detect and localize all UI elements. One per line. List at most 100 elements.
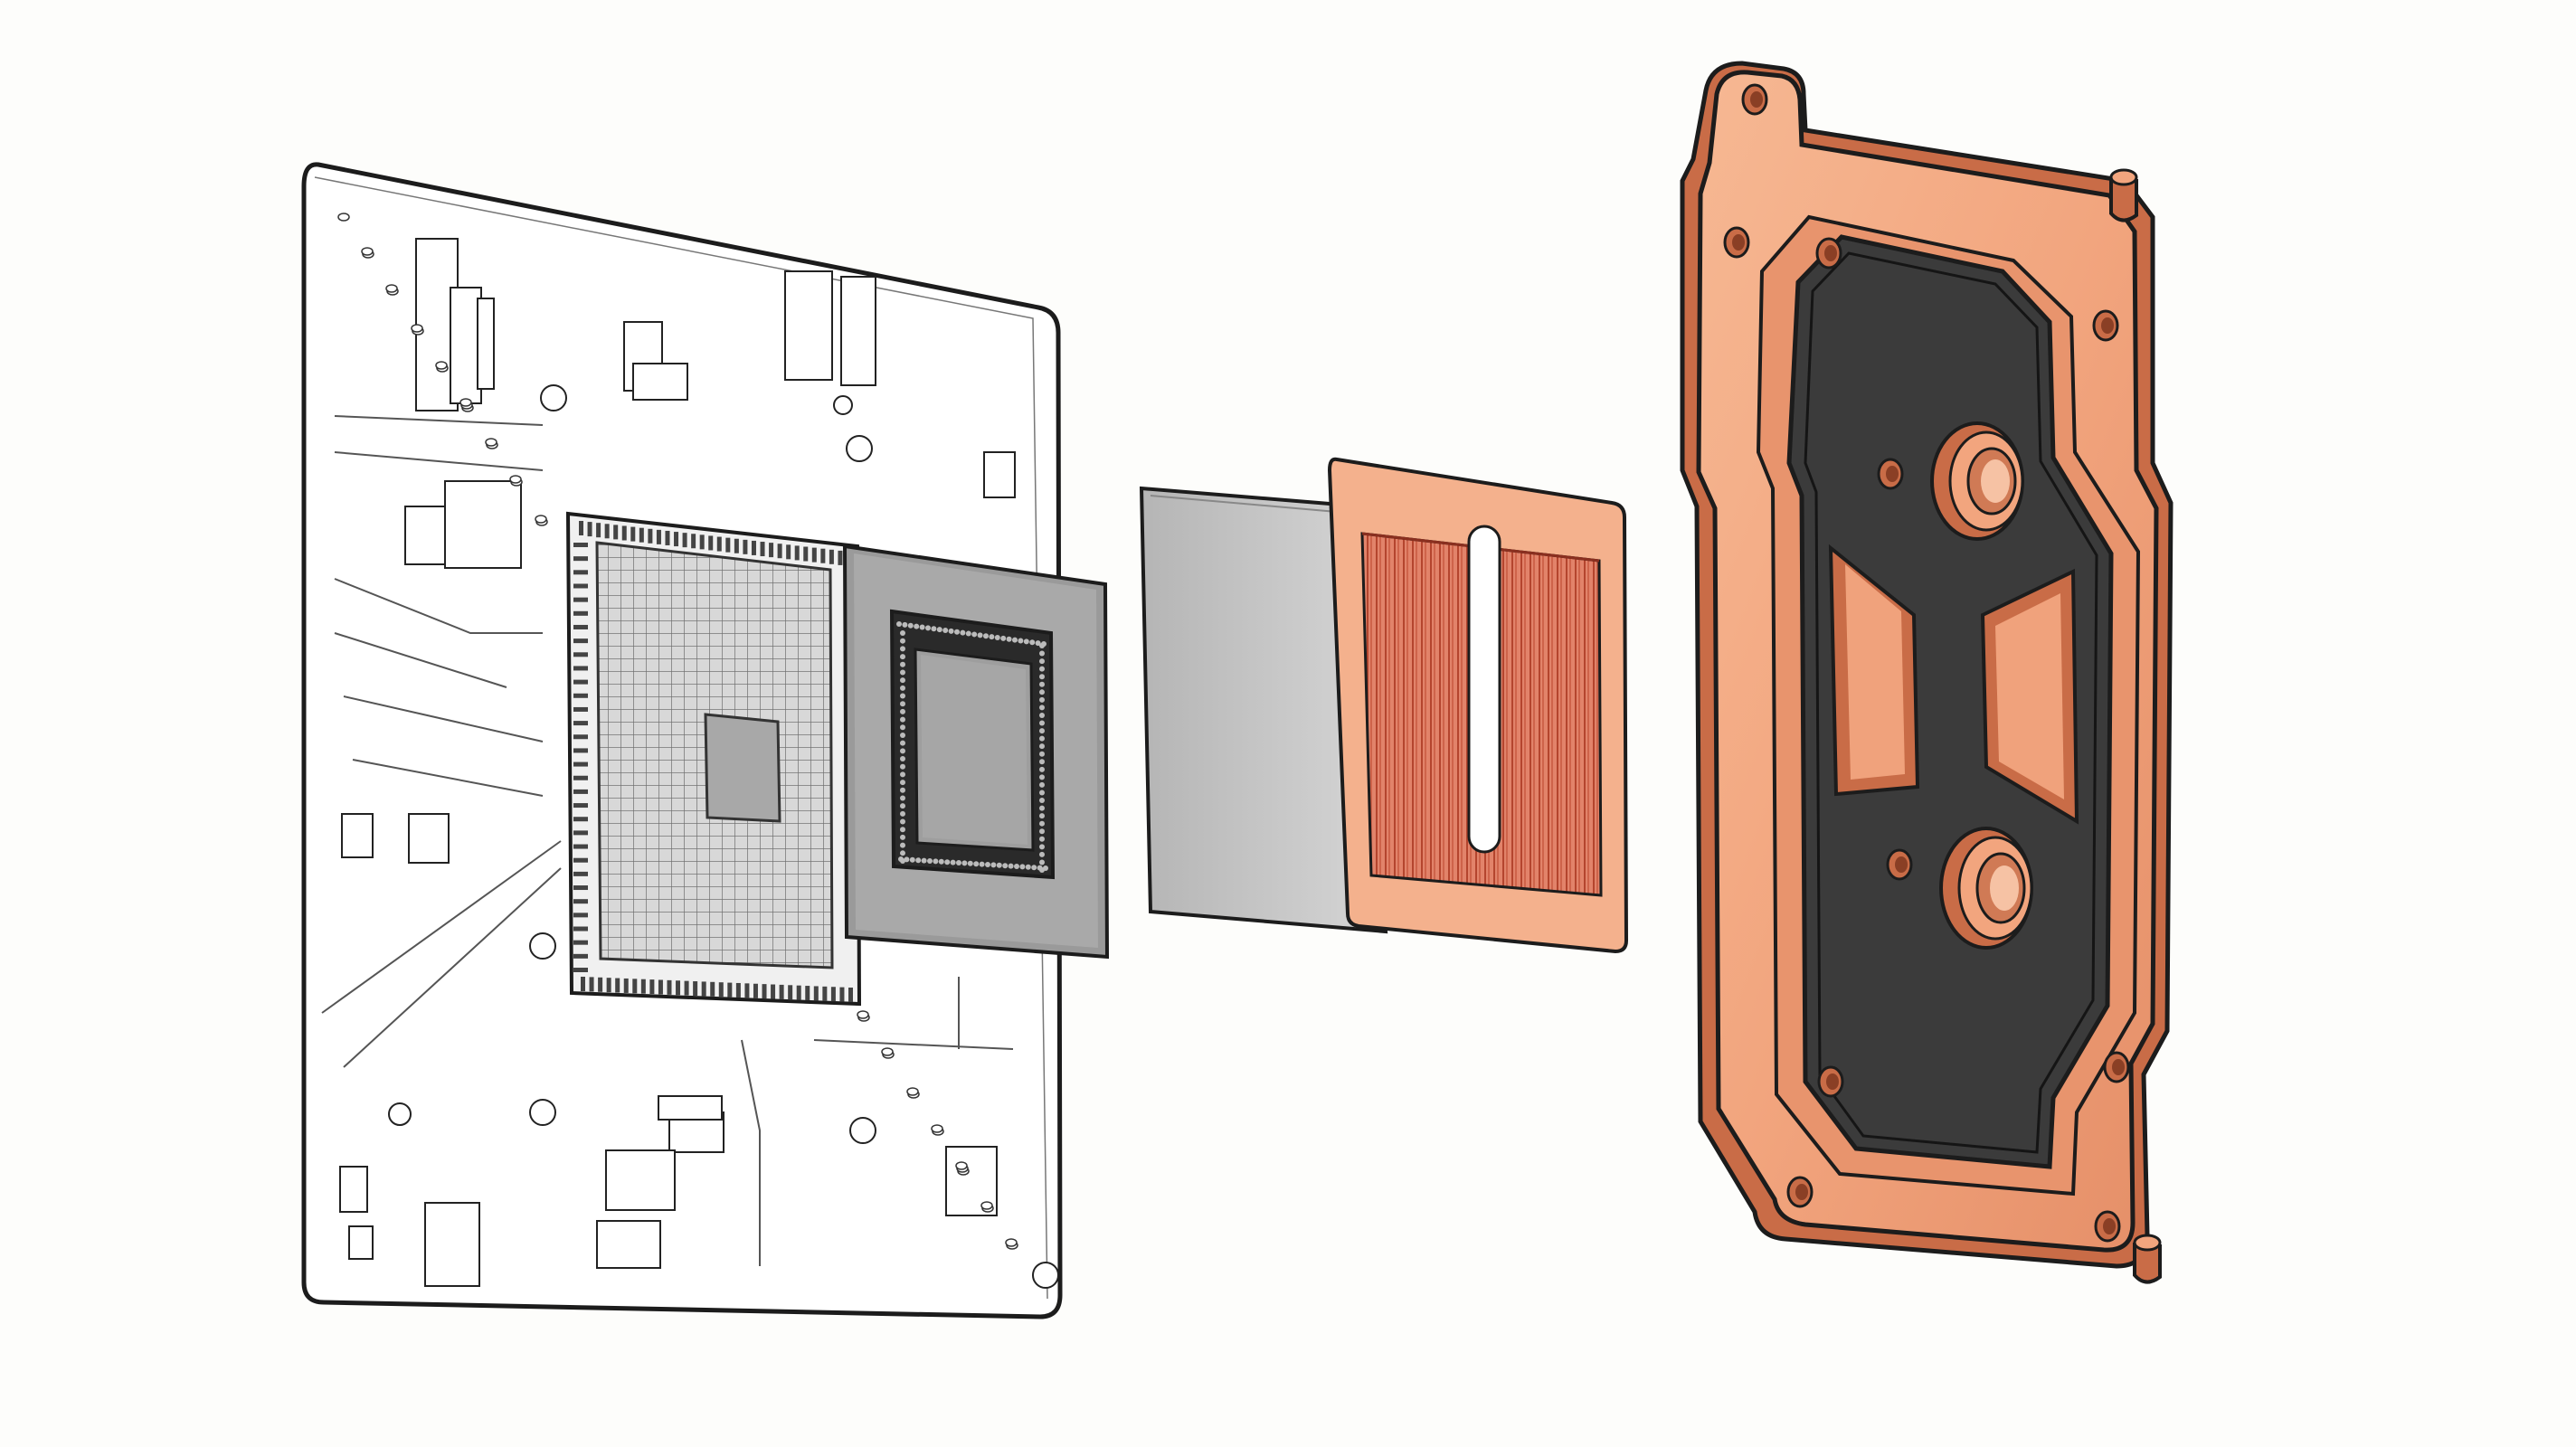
screw-hole-inner xyxy=(1750,91,1763,108)
socket-pin xyxy=(769,543,774,558)
chip-contact xyxy=(900,858,905,864)
socket-pin xyxy=(710,981,715,997)
chip-contact xyxy=(1002,863,1009,869)
socket-pin xyxy=(630,526,636,542)
chip-contact xyxy=(1008,863,1014,869)
copper-block-cover xyxy=(1680,61,2174,1284)
chip-contact xyxy=(900,677,905,684)
chip-contact xyxy=(1012,637,1018,643)
chip-contact xyxy=(996,862,1002,868)
chip-contact xyxy=(1039,674,1045,680)
socket-pin xyxy=(573,817,588,822)
chip-contact xyxy=(1039,844,1045,850)
chip-contact xyxy=(1039,828,1045,835)
socket-pin xyxy=(725,537,731,553)
chip-contact xyxy=(1039,643,1045,648)
gasket xyxy=(1786,234,2114,1169)
socket-pin xyxy=(589,977,594,992)
socket-pin xyxy=(838,550,843,565)
chip-contacts xyxy=(896,621,1048,873)
socket-pin xyxy=(667,979,672,995)
socket-pin xyxy=(573,926,588,932)
socket-pin xyxy=(727,982,733,998)
chip-contact xyxy=(1039,805,1045,811)
pcb-trace xyxy=(343,867,562,1068)
socket-pin xyxy=(573,775,588,780)
chip-contact xyxy=(1039,720,1045,726)
screw-hole-inner xyxy=(2103,1218,2116,1234)
socket-pin xyxy=(762,984,767,999)
pcb-dot xyxy=(955,1161,968,1170)
chip-contact xyxy=(1039,681,1045,687)
socket-pin xyxy=(632,979,638,994)
screw-hole-inner xyxy=(1824,245,1837,261)
socket-pin xyxy=(682,533,687,548)
chip-contact xyxy=(900,661,905,667)
chip-contact xyxy=(1039,650,1045,657)
smd-component xyxy=(983,451,1016,498)
chip-contact xyxy=(1039,766,1045,772)
chip-contact xyxy=(921,857,927,864)
chip-contact xyxy=(1006,636,1012,642)
chip-contact xyxy=(1039,712,1045,718)
chip-contact xyxy=(900,748,905,754)
chip-contact xyxy=(1025,864,1031,870)
chip-contact xyxy=(1019,864,1026,870)
chip-contact xyxy=(914,623,920,629)
chip-contact xyxy=(900,842,905,848)
chip-contact xyxy=(1039,836,1045,842)
pcb-dot xyxy=(535,515,547,524)
pcb-dot xyxy=(459,398,472,407)
chip-contact xyxy=(994,634,1000,640)
socket-pin xyxy=(811,547,817,563)
socket-pin xyxy=(701,981,706,997)
chip-contact xyxy=(900,850,905,856)
pcb-trace xyxy=(343,695,544,742)
chip-contact xyxy=(900,771,905,778)
cpu-socket xyxy=(565,511,862,1007)
socket-pin xyxy=(684,980,689,996)
chip-contact xyxy=(900,630,905,636)
socket-pin xyxy=(573,638,588,644)
flow-port-left xyxy=(1828,544,1920,797)
socket-pin xyxy=(573,679,588,685)
smd-component xyxy=(840,276,876,386)
chip-contact xyxy=(1039,751,1045,757)
socket-pin xyxy=(760,542,765,557)
screw-hole-inner xyxy=(1826,1073,1839,1090)
chip-contact xyxy=(900,724,905,731)
socket-pin xyxy=(639,527,644,543)
socket-pin xyxy=(830,987,836,1002)
socket-pin xyxy=(573,734,588,740)
chip-contact xyxy=(900,810,905,817)
socket-pin xyxy=(573,885,588,891)
chip-contact xyxy=(1035,640,1041,647)
flow-port-right xyxy=(1980,568,2079,825)
socket-pin xyxy=(573,871,588,876)
via-pad xyxy=(388,1102,412,1126)
chip-contact xyxy=(896,621,902,627)
chip-contact xyxy=(900,780,905,786)
socket-pin xyxy=(779,984,784,999)
socket-pin xyxy=(573,624,588,629)
smd-component xyxy=(408,813,450,864)
chip-contact xyxy=(1039,774,1045,780)
socket-pin xyxy=(596,523,601,538)
smd-component xyxy=(348,1225,374,1260)
chip-contact xyxy=(1039,798,1045,804)
pcb-trace xyxy=(334,632,507,688)
socket-pin xyxy=(820,548,826,563)
thermal-pad xyxy=(1139,486,1388,934)
socket-pin xyxy=(848,988,853,1002)
outlet-fitting xyxy=(1939,827,2033,950)
socket-pin xyxy=(649,979,655,995)
smd-component xyxy=(596,1220,661,1269)
chip-contact xyxy=(915,857,922,864)
via-pad xyxy=(1032,1262,1059,1289)
chip-contact xyxy=(967,860,973,866)
pcb-trace xyxy=(334,451,544,471)
chip-contact xyxy=(900,818,905,825)
inlet-fitting xyxy=(1930,421,2024,541)
chip-contact xyxy=(900,756,905,762)
via-pad xyxy=(540,384,567,411)
